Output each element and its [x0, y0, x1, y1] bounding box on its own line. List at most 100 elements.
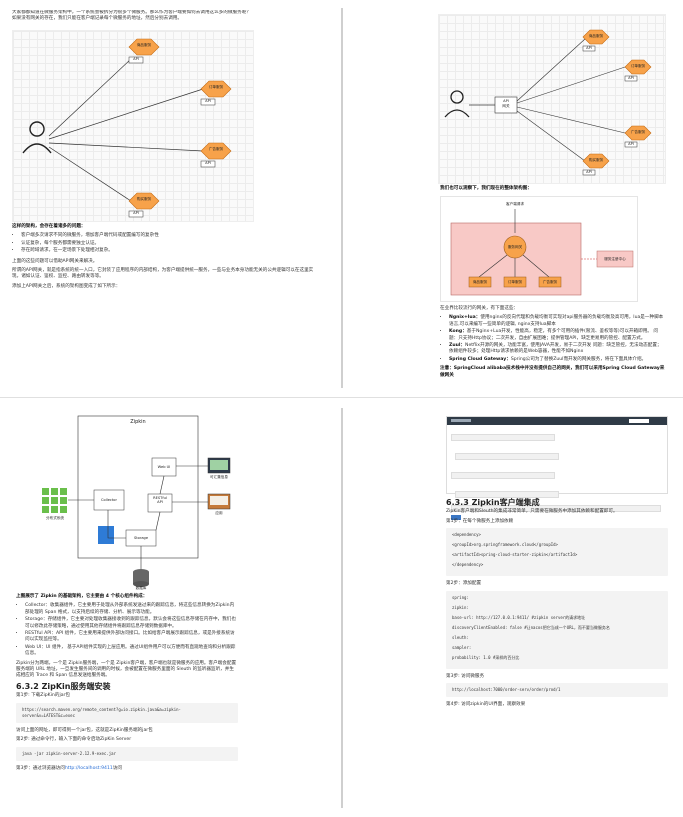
- zipkin-canvas: [42, 415, 231, 587]
- service-node: [582, 29, 610, 52]
- components-list: Collector：收集器组件，它主要用于处理从外部系统发送过来的跟踪信息，将这…: [16, 603, 238, 657]
- service-label: 购买服务: [136, 197, 152, 201]
- dependency-code-block: <dependency> <groupId>org.springframewor…: [446, 528, 668, 577]
- note-text: 注意：SpringCloud alibaba技术栈中并没有提供自己的网关，我们可…: [440, 366, 665, 378]
- compare-title: 在业界比较流行的网关，有下面这些：: [440, 306, 519, 311]
- intro-paragraph: 大家都都知道在微服务架构中，一个系统会被拆分为很多个微服务。那么作为客户端要如何…: [12, 10, 251, 22]
- install-heading: 6.3.2 ZipKin服务端安装: [16, 681, 111, 691]
- database-icon: [133, 572, 149, 584]
- service-node: [200, 142, 232, 168]
- api-label: API: [133, 211, 139, 215]
- list-item: Spring Cloud Gateway：Spring公司为了替换Zuul而开发…: [449, 357, 666, 363]
- page-gutter: [341, 8, 343, 388]
- problems-section: 这样的架构，会存在着诸多的问题： 客户端多次请求不同的微服务，增加客户端代码或配…: [12, 224, 322, 293]
- service-node: [128, 192, 160, 218]
- dist-label: 分布式系统: [46, 516, 64, 520]
- cmd-code-block: java -jar zipkin-server-2.12.9-exec.jar: [16, 746, 238, 761]
- list-item: Zuul：Netflix开源的网关，功能丰富，使用JAVA开发，易于二次开发 问…: [449, 343, 666, 356]
- service-node: [624, 59, 652, 82]
- diagram-with-gateway: API 网关 商品服务 API 订单服务 API 广告服务 API 购买服务 A…: [438, 14, 666, 184]
- arch-canvas: [450, 209, 634, 296]
- config-code-block: spring: zipkin: base-url: http://127.0.0…: [446, 590, 668, 669]
- service-label: 购买服务: [588, 158, 604, 162]
- step-2: 第2步: 通过命令行，输入下面的命令启动ZipKin Server: [16, 737, 132, 743]
- list-item: Storage：存储组件，它主要对处理收集器接收到的跟踪信息，默认会将这些信息存…: [25, 617, 238, 630]
- service-node: [582, 153, 610, 176]
- client-section: 6.3.3 Zipkin客户端集成 ZipKin客户端和Sleuth的集成非常简…: [446, 496, 668, 711]
- page-divider: [0, 397, 683, 398]
- list-item: RESTful API：API 组件，它主要用来提供外部访问接口。比如给客户端展…: [25, 631, 238, 644]
- api-label: API: [205, 161, 211, 165]
- solve-text: 上面的这些问题可以借助API网关来解决。: [12, 258, 98, 264]
- zipkin-desc: Zipkin分为两端，一个是 Zipkin服务端，一个是 Zipkin客户端，客…: [16, 660, 237, 679]
- search-form[interactable]: [451, 429, 663, 520]
- gateway-label: API 网关: [502, 99, 510, 108]
- service-label: 订单服务: [208, 85, 224, 89]
- list-item: 客户端多次请求不同的微服务，增加客户端代码或配置编写的复杂性: [21, 233, 322, 239]
- page-4: 6.3.3 Zipkin客户端集成 ZipKin客户端和Sleuth的集成非常简…: [350, 408, 676, 808]
- api-label: API: [205, 99, 211, 103]
- zipkin-diagram: Zipkin Collector Storage RESTful API Web…: [38, 414, 248, 590]
- zipkin-title: Zipkin: [130, 419, 146, 425]
- collector-label: Collector: [101, 498, 117, 502]
- user-icon: [22, 121, 52, 154]
- step-1: 第1步：在每个微服务上添加依赖: [446, 518, 514, 524]
- storage-label: Storage: [133, 536, 149, 540]
- service-node: [128, 38, 160, 64]
- restful-label: RESTful API: [153, 496, 167, 505]
- client-desc: ZipKin客户端和Sleuth的集成非常简单，只需要在微服务中添加其依赖和配置…: [446, 509, 618, 515]
- collector-box: [93, 489, 125, 511]
- client-label: 客户端请求: [506, 202, 524, 206]
- step-3: 第3步：通过浏览器访问http://localhost:9411访问: [16, 765, 123, 771]
- url-code-block: https://search.maven.org/remote_content?…: [16, 702, 238, 723]
- diagram-canvas: [444, 29, 652, 176]
- registry-label: 服务注册中心: [604, 257, 626, 261]
- list-item: 存在跨域请求，在一定场景下处理相对复杂。: [21, 248, 322, 254]
- db-label: 数据库: [135, 586, 147, 590]
- ui-label: 可汇集信息: [210, 475, 228, 479]
- visit-code-block: http://localhost:7000/order-serv/order/p…: [446, 683, 668, 698]
- zipkin-text: 上图展示了 Zipkin 的基础架构，它主要由 4 个核心组件构成： Colle…: [16, 594, 238, 775]
- step-3: 第3步: 访问微服务: [446, 673, 485, 679]
- gateway-list: Ngnix+lua：使用nginx的反向代理和负载均衡可实现对api服务器的负载…: [440, 315, 666, 363]
- arch-title: 我们也可以观察下，我们现在的整体架构图：: [440, 186, 532, 191]
- list-item: Kong：基于Nginx+Lua开发，性能高，稳定，有多个可用的插件(限流、鉴权…: [449, 329, 666, 342]
- page-2: API 网关 商品服务 API 订单服务 API 广告服务 API 购买服务 A…: [350, 10, 676, 390]
- list-item: Web UI：UI 组件， 基于API组件实现的上层应用。通过UI组件用户可以方…: [25, 645, 238, 658]
- gateway-label: 服务网关: [507, 245, 523, 249]
- service-node: [624, 125, 652, 148]
- service-label: 商品服务: [588, 34, 604, 38]
- problems-list: 客户端多次请求不同的微服务，增加客户端代码或配置编写的复杂性 认证复杂，每个服务…: [12, 233, 322, 254]
- step-1: 第1步: 下载ZipKin的jar包: [16, 693, 71, 699]
- after-text: 添加上API网关之后，系统的架构图变成了如下所示：: [12, 283, 121, 289]
- diagram-no-gateway: 商品服务 API 订单服务 API 广告服务 API 购买服务 API: [12, 30, 254, 222]
- step-2: 第2步：添加配置: [446, 581, 482, 587]
- step-4: 第4步: 访问zipkin的UI界面，观察效果: [446, 702, 526, 708]
- zipkin-link[interactable]: http://localhost:9411: [64, 765, 113, 771]
- problems-title: 这样的架构，会存在着诸多的问题：: [12, 224, 86, 229]
- list-item: Collector：收集器组件，它主要用于处理从外部系统发送过来的跟踪信息，将这…: [25, 603, 238, 616]
- page-gutter: [341, 408, 343, 808]
- visit-text: 访问上面的网址，即可得到一个jar包，这就是ZipKin服务端的jar包: [16, 727, 153, 733]
- api-label: API: [586, 170, 592, 174]
- arch-diagram: 客户端请求 服务网关 商品服务 订单服务 广告服务 服务注册中心: [440, 196, 638, 302]
- api-label: API: [586, 46, 592, 50]
- service-node: [200, 80, 232, 106]
- service-label: 商品服务: [136, 43, 152, 47]
- distributed-system-icon: [42, 488, 67, 513]
- service-label: 广告服务: [208, 147, 224, 151]
- service-label: 商品服务: [472, 280, 488, 284]
- page-1: 大家都都知道在微服务架构中，一个系统会被拆分为很多个微服务。那么作为客户端要如何…: [8, 10, 334, 390]
- zipkin-ui-screenshot: [446, 416, 668, 520]
- service-label: 订单服务: [630, 64, 646, 68]
- service-label: 广告服务: [542, 280, 558, 284]
- service-label: 订单服务: [507, 280, 523, 284]
- client-heading: 6.3.3 Zipkin客户端集成: [446, 498, 540, 507]
- page-3: Zipkin Collector Storage RESTful API Web…: [8, 408, 334, 808]
- gateway-compare: 在业界比较流行的网关，有下面这些： Ngnix+lua：使用nginx的反向代理…: [440, 306, 666, 382]
- gateway-desc: 所谓的API网关，就是指系统的统一入口，它封装了应用程序的内部结构，为客户端提供…: [12, 268, 314, 280]
- api-label: API: [628, 142, 634, 146]
- find-button[interactable]: [451, 515, 461, 520]
- navbar: [447, 417, 667, 425]
- webui-label: Web UI: [157, 465, 171, 469]
